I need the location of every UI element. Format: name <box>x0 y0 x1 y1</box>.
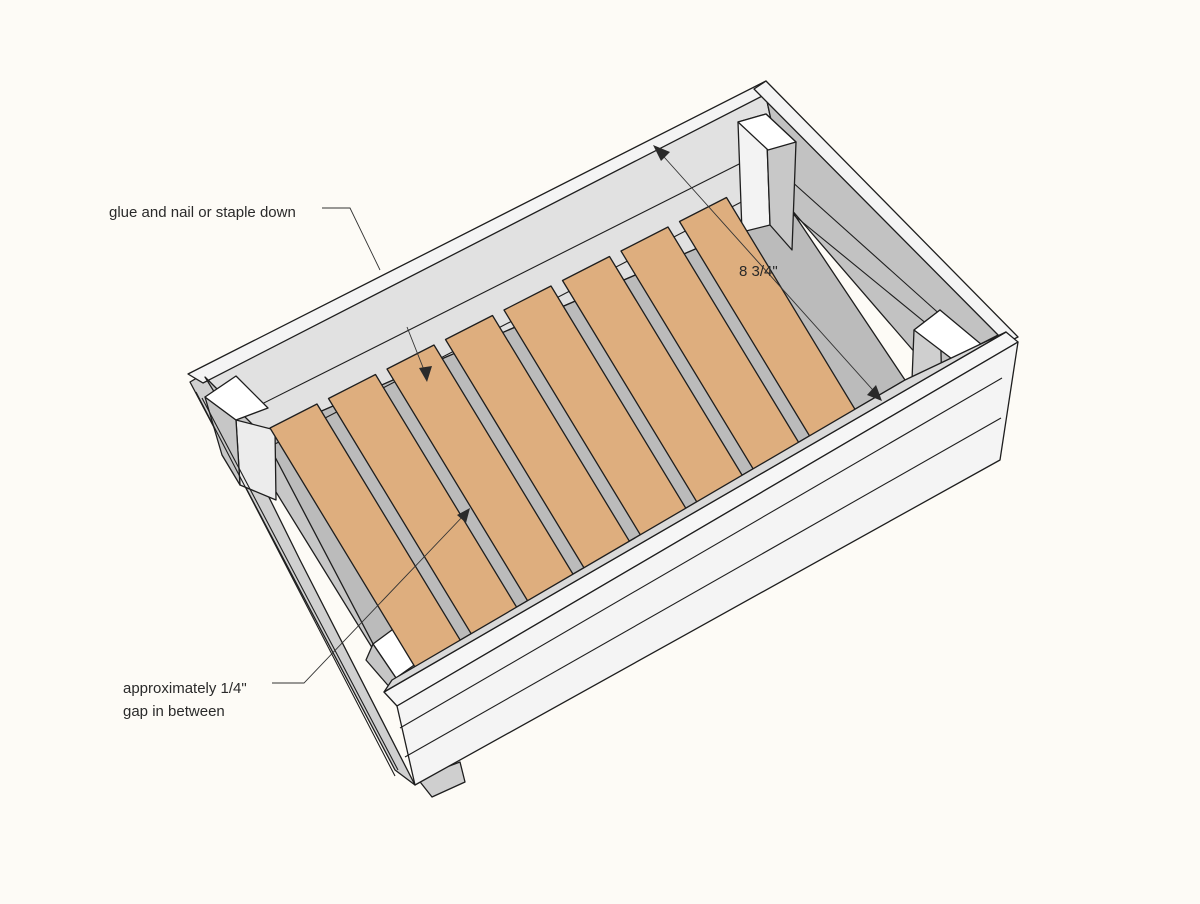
gap-note-label-line2: gap in between <box>123 703 225 720</box>
glue-note-leader <box>322 207 381 271</box>
dimension-arrow-top <box>653 145 670 161</box>
front-wall-inner-strip <box>383 331 1007 693</box>
arrowheads <box>419 145 882 523</box>
post-back-right-top <box>737 113 797 151</box>
front-wall <box>383 331 1019 786</box>
dimension-label: 8 3/4" <box>739 263 778 280</box>
dimension-line <box>655 147 881 399</box>
post-back-left-top <box>204 375 269 421</box>
front-wall-outer <box>396 341 1019 786</box>
front-wall-seams <box>399 377 1003 758</box>
slat-pointer-arrow <box>419 366 432 382</box>
gap-pointer-arrow <box>457 508 470 523</box>
dimension-arrow-bottom <box>867 385 882 401</box>
slat-pointer-line <box>406 326 427 376</box>
gap-note-label-line1: approximately 1/4" <box>123 680 247 697</box>
gap-note-leader <box>272 513 466 684</box>
glue-note-label: glue and nail or staple down <box>109 204 296 221</box>
post-back-left-face <box>235 419 277 501</box>
leader-lines <box>272 147 881 684</box>
bottom-slats <box>269 196 876 673</box>
left-end-outer-boards <box>195 391 399 777</box>
